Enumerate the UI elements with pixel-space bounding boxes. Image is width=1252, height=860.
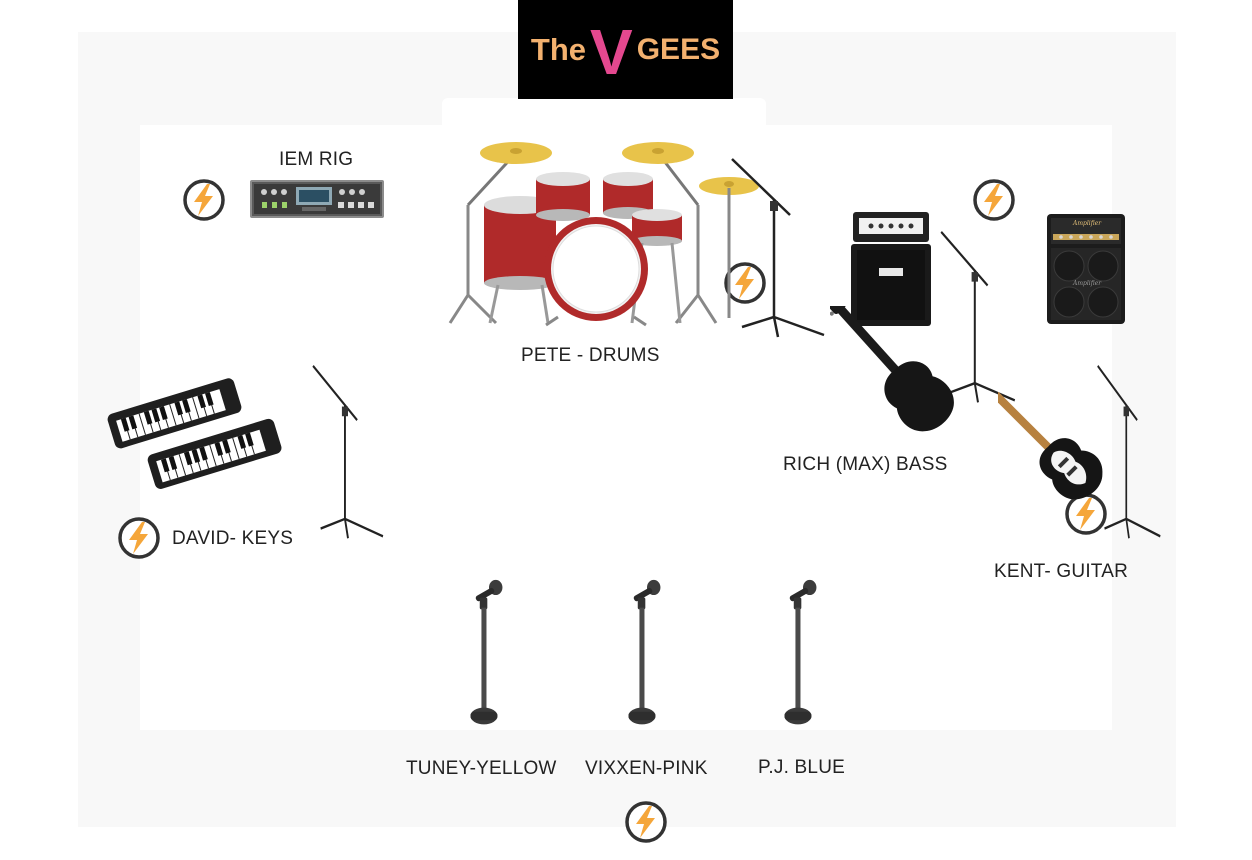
vocal-left-label: TUNEY-YELLOW <box>406 758 557 779</box>
logo-word-the: The <box>530 31 587 67</box>
amplifier-icon-bass <box>851 212 931 326</box>
guitar-label: KENT- GUITAR <box>994 561 1128 582</box>
logo-word-gees: GEES <box>636 32 721 66</box>
vocal-mic-stand-icon-right <box>782 562 824 744</box>
drum-kit-icon <box>448 135 718 330</box>
power-outlet-icon-iem <box>182 178 226 222</box>
mixer-rack-icon <box>250 180 384 218</box>
stage-floor <box>140 125 1112 730</box>
keys-label: DAVID- KEYS <box>172 528 294 549</box>
amplifier-icon-guitar: Amplifier Amplifier <box>1047 214 1125 324</box>
drum-riser <box>442 98 766 138</box>
electric-guitar-icon <box>998 392 1113 517</box>
power-outlet-icon-bass <box>972 178 1016 222</box>
power-outlet-icon-front <box>624 800 668 844</box>
drums-label: PETE - DRUMS <box>521 345 660 366</box>
bass-guitar-icon <box>830 306 970 446</box>
amplifier-badge-grille: Amplifier <box>1073 280 1102 287</box>
power-outlet-icon-keys <box>117 516 161 560</box>
boom-mic-stand-icon-drums <box>728 155 828 345</box>
vocal-mic-stand-icon-left <box>468 562 510 744</box>
logo-letter-v: V <box>590 15 633 88</box>
amplifier-badge-top: Amplifier <box>1073 220 1102 227</box>
hi-hat-icon <box>698 168 760 318</box>
keyboard-icon <box>104 372 284 492</box>
vocal-right-label: P.J. BLUE <box>758 757 845 778</box>
bass-label: RICH (MAX) BASS <box>783 454 948 475</box>
band-logo: The V GEES <box>518 0 733 99</box>
vocal-center-label: VIXXEN-PINK <box>585 758 708 779</box>
vocal-mic-stand-icon-center <box>626 562 668 744</box>
iem-rig-label: IEM RIG <box>279 149 354 170</box>
boom-mic-stand-icon-keys <box>310 362 386 546</box>
